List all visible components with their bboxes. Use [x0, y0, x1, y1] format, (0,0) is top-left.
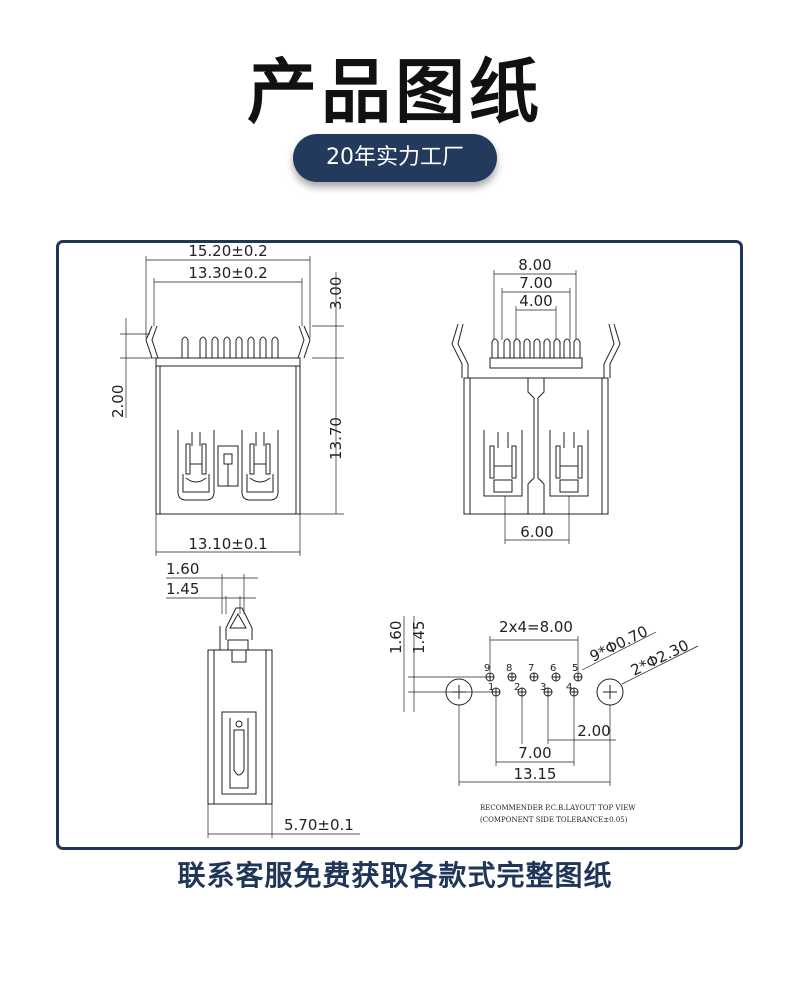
dim-hole-span: 13.15	[514, 765, 557, 783]
rear-view-right-port	[549, 430, 589, 497]
dim-body-height: 13.70	[327, 417, 345, 460]
pcb-pin-numbers: 9 8 7 6 5 1 2 3 4	[484, 663, 578, 693]
dim-pin-height: 3.00	[327, 277, 345, 310]
drawing-frame	[56, 240, 743, 850]
dim-pin-span: 13.30±0.2	[188, 264, 267, 282]
dim-pcb-vertical-a: 1.60	[387, 621, 405, 654]
pcb-note-title: RECOMMENDER P.C.B.LAYOUT TOP VIEW	[480, 804, 636, 812]
pin-number-2: 2	[514, 682, 520, 693]
dim-pcb-vertical-b: 1.45	[410, 621, 428, 654]
dim-overall-width: 15.20±0.2	[188, 242, 267, 260]
footer-cta: 联系客服免费获取各款式完整图纸	[177, 859, 613, 892]
front-view-left-pin	[145, 325, 159, 359]
dim-bottom-width: 6.00	[520, 523, 553, 541]
dim-mid-pitch: 7.00	[519, 274, 552, 292]
front-view-dimensions	[120, 256, 344, 556]
rear-view-body	[463, 377, 609, 515]
rear-view-left-pin	[451, 323, 469, 378]
pin-number-3: 3	[540, 682, 546, 693]
rear-view-terminals	[491, 338, 581, 358]
rear-view-left-port	[483, 430, 523, 497]
rear-view-center-divider	[527, 378, 545, 514]
rear-view: 8.00 7.00 4.00 6.00	[451, 256, 621, 544]
pin-number-7: 7	[528, 663, 534, 674]
dim-pin-offset: 2.00	[577, 722, 610, 740]
side-view-tab	[231, 649, 247, 663]
dim-outer-pitch: 8.00	[518, 256, 551, 274]
front-view-center-latch	[217, 445, 239, 487]
dim-pin-width-a: 1.60	[166, 560, 199, 578]
dim-pcb-pitch: 2x4=8.00	[499, 618, 573, 636]
dim-pin-width-b: 1.45	[166, 580, 199, 598]
pcb-dimensions	[403, 616, 699, 786]
pin-number-9: 9	[484, 663, 490, 674]
pin-number-5: 5	[572, 663, 578, 674]
dim-depth: 5.70±0.1	[284, 816, 354, 834]
front-view-right-port	[241, 430, 279, 501]
pin-number-1: 1	[488, 682, 494, 693]
pin-number-6: 6	[550, 663, 556, 674]
factory-badge: 20年实力工厂	[293, 134, 497, 182]
rear-view-terminal-base	[489, 357, 583, 369]
pcb-layout: 2x4=8.00 9*Φ0.70 2*Φ2.30 1.60 1.45 2.00 …	[387, 616, 699, 824]
front-view-left-port	[177, 430, 215, 501]
pin-number-4: 4	[566, 682, 572, 693]
pcb-note-tolerance: (COMPONENT SIDE TOLERANCE±0.05)	[480, 816, 628, 824]
front-view: 15.20±0.2 13.30±0.2 3.00 13.70 2.00 13.1…	[109, 242, 345, 556]
rear-view-dimensions	[493, 270, 577, 544]
front-view-right-pin	[297, 325, 311, 359]
side-view-dimensions	[166, 574, 360, 838]
front-view-terminals	[181, 336, 279, 358]
side-view: 1.60 1.45 5.70±0.1	[166, 560, 360, 838]
page-title: 产品图纸	[247, 51, 543, 133]
side-view-contact	[221, 711, 257, 795]
front-view-body	[155, 357, 301, 515]
side-view-pin	[225, 607, 253, 640]
dim-body-width: 13.10±0.1	[188, 535, 267, 553]
pin-number-8: 8	[506, 663, 512, 674]
dim-pcb-pin-span: 7.00	[518, 744, 551, 762]
dim-upper-offset: 2.00	[109, 385, 127, 418]
pcb-small-holes	[485, 672, 583, 697]
dim-inner-pitch: 4.00	[519, 292, 552, 310]
rear-view-right-pin	[603, 323, 621, 378]
